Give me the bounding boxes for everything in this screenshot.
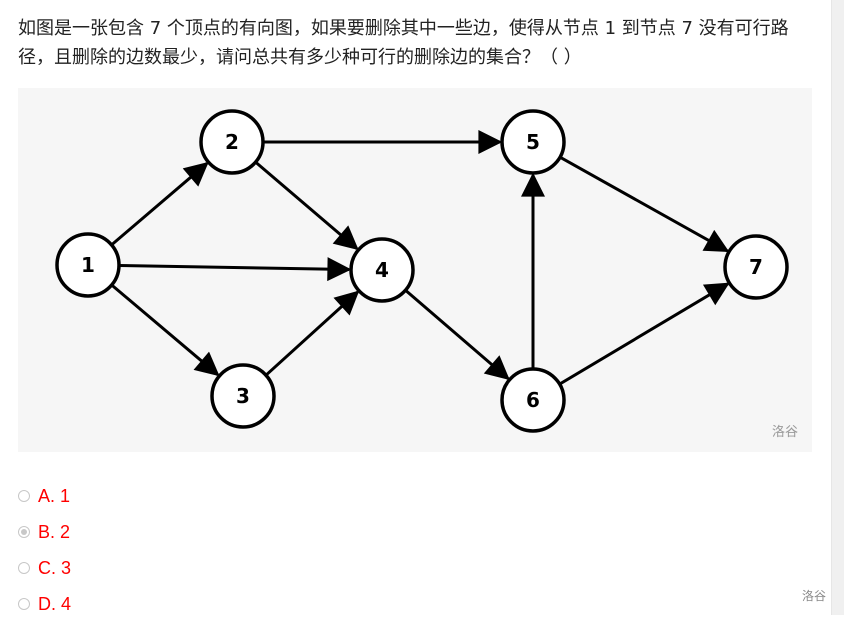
node-2	[199, 109, 265, 175]
edge-1-3	[110, 283, 220, 377]
node-4	[349, 237, 415, 303]
option-label: D. 4	[38, 593, 72, 614]
option-c[interactable]: C. 3	[18, 550, 71, 586]
node-1	[55, 232, 121, 298]
option-b[interactable]: B. 2	[18, 514, 71, 550]
radio-button[interactable]	[18, 526, 30, 538]
figure-watermark: 洛谷	[771, 425, 798, 440]
option-a[interactable]: A. 1	[18, 478, 71, 514]
graph-figure: 1 2 3 4 5 6 7 洛谷	[18, 88, 812, 452]
edge-6-7	[558, 282, 730, 386]
page-watermark: 洛谷	[802, 589, 827, 603]
edge-1-2	[110, 161, 209, 247]
scrollbar[interactable]	[831, 0, 844, 615]
node-label: 3	[236, 384, 250, 408]
option-label: C. 3	[38, 557, 72, 578]
edge-3-4	[264, 290, 360, 377]
question-text: 如图是一张包含 7 个顶点的有向图，如果要删除其中一些边，使得从节点 1 到节点…	[18, 18, 789, 68]
edge-4-6	[404, 289, 510, 381]
node-label: 7	[749, 255, 763, 279]
radio-button[interactable]	[18, 490, 30, 502]
option-label: B. 2	[38, 521, 71, 542]
directed-graph: 1 2 3 4 5 6 7	[55, 109, 789, 433]
node-3	[210, 363, 276, 429]
node-label: 6	[526, 388, 540, 412]
edge-2-4	[254, 160, 359, 251]
node-label: 5	[526, 130, 540, 154]
radio-button[interactable]	[18, 562, 30, 574]
radio-button[interactable]	[18, 598, 30, 610]
edge-1-4	[118, 257, 352, 282]
node-6	[500, 367, 566, 433]
node-label: 1	[81, 253, 95, 277]
edge-5-7	[559, 155, 730, 253]
node-7	[723, 234, 789, 300]
option-label: A. 1	[38, 485, 71, 506]
node-label: 2	[225, 130, 239, 154]
node-5	[500, 109, 566, 175]
option-d[interactable]: D. 4	[18, 586, 71, 622]
answer-options: A. 1 B. 2 C. 3 D. 4	[18, 478, 71, 622]
node-label: 4	[375, 258, 389, 282]
